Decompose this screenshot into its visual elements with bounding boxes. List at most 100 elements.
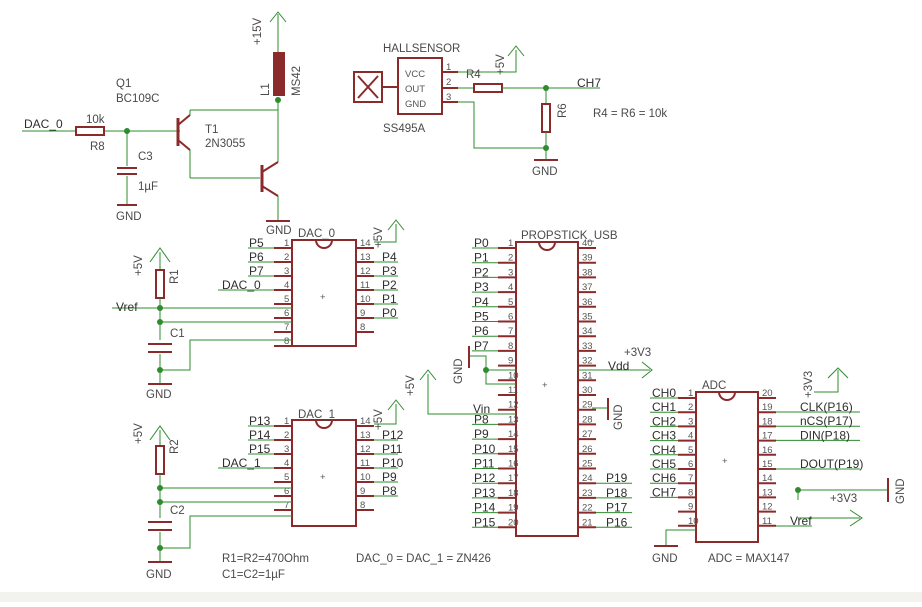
propstick-rnet-2: P17	[606, 501, 628, 515]
adc-net-6: CH6	[652, 471, 676, 485]
adc-rnet-3: DOUT(P19)	[800, 457, 863, 471]
dac0-rnet-3: P1	[382, 292, 397, 306]
propstick-right-pin-number: 31	[582, 370, 593, 381]
adc-right-pin-number: 18	[762, 416, 773, 427]
adc-rnet-1: nCS(P17)	[800, 414, 853, 428]
capacitor-c3: C3 1µF GND	[116, 128, 158, 223]
propstick-net-10: P9	[474, 427, 489, 441]
adc-left-pin-number: 8	[688, 487, 693, 498]
hall-pinnum-1: 1	[446, 62, 451, 73]
hall-pin-out: OUT	[405, 84, 425, 95]
dac0-right-pin-number: 11	[360, 280, 370, 291]
propstick-left-pin-number: 10	[508, 370, 519, 381]
propstick-right-pin-number: 28	[582, 414, 593, 425]
bottom-scroll-bar	[0, 592, 922, 602]
note-dac-part: DAC_0 = DAC_1 = ZN426	[356, 553, 491, 565]
c3-gnd-label: GND	[116, 211, 142, 223]
propstick-net-15: P14	[474, 501, 496, 515]
propstick-rnet-3: P16	[606, 515, 628, 529]
adc-left-pin-number: 9	[688, 502, 693, 513]
r1-supply-label: +5V	[133, 255, 145, 276]
dac0-left-pin-number: 4	[284, 280, 289, 291]
dac1-supply: +5V	[373, 399, 405, 430]
dac1-left-pin-number: 7	[284, 500, 289, 511]
svg-text:+: +	[320, 292, 326, 303]
dac0-left-pin-number: 3	[284, 266, 289, 277]
hall-gnd-label: GND	[532, 166, 558, 178]
r4-name: R4	[466, 69, 481, 81]
note-r4-r6: R4 = R6 = 10k	[593, 108, 667, 120]
t1-gnd-label: GND	[266, 225, 292, 237]
r2-supply-label: +5V	[133, 423, 145, 444]
dac0-right-pin-number: 8	[360, 322, 365, 333]
r1-name: R1	[169, 269, 181, 284]
dac1-right-pin-number: 13	[360, 430, 371, 441]
propstick-left-pin-number: 13	[508, 414, 519, 425]
dac0-chip-name: DAC_0	[298, 228, 335, 240]
dac0-net-1: P6	[249, 250, 264, 264]
dac1-right-pin-number: 8	[360, 500, 365, 511]
c1-gnd-label: GND	[146, 389, 172, 401]
propstick-chip: PROPSTICK_USB +	[515, 230, 618, 537]
dac0-right-pin-number: 10	[360, 294, 371, 305]
propstick-left-pin-number: 5	[508, 297, 513, 308]
c2-gnd-label: GND	[146, 569, 172, 581]
dac0-rnet-2: P2	[382, 278, 397, 292]
adc-right-gnd-label: GND	[895, 478, 907, 504]
dac0-right-pin-number: 12	[360, 266, 371, 277]
dac1-rnet-2: P10	[382, 456, 404, 470]
dac1-right-pin-number: 11	[360, 458, 370, 469]
propstick-right-pin-number: 21	[582, 517, 593, 528]
dac1-right-pin-number: 10	[360, 472, 371, 483]
dac1-left-pin-number: 3	[284, 444, 289, 455]
note-adc-part: ADC = MAX147	[708, 553, 790, 565]
note-c1-c2: C1=C2=1µF	[222, 569, 285, 581]
dac1-chip-name: DAC_1	[298, 409, 335, 421]
propstick-net-9: P8	[474, 412, 489, 426]
adc-net-5: CH5	[652, 457, 676, 471]
propstick-right-pin-number: 25	[582, 459, 593, 470]
propstick-right-pin-number: 34	[582, 326, 593, 337]
propstick-vin-supply-label: +5V	[405, 375, 417, 396]
propstick-right-pin-number: 36	[582, 297, 593, 308]
dac0-left-pin-number: 5	[284, 294, 289, 305]
c2-name: C2	[170, 505, 185, 517]
dac0-left-pin-number: 1	[284, 238, 289, 249]
propstick-rnet-0: P19	[606, 471, 628, 485]
adc-right-pin-number: 14	[762, 473, 773, 484]
propstick-right-pin-number: 24	[582, 473, 593, 484]
adc-left-pin-number: 2	[688, 402, 693, 413]
dac0-left-pin-number: 6	[284, 308, 289, 319]
coil-l1: +15V L1 MS42	[252, 11, 303, 103]
net-label-ch7-hall: CH7	[577, 76, 601, 90]
r8-name: R8	[90, 141, 105, 153]
hall-supply-label: +5V	[495, 54, 507, 75]
adc-net-2: CH2	[652, 414, 676, 428]
dac0-net-2: P7	[249, 264, 264, 278]
net-label-dac0-input: DAC_0	[24, 117, 63, 131]
adc-name: ADC	[702, 380, 726, 392]
adc-chip: ADC +	[695, 380, 759, 543]
dac1-left-pin-number: 4	[284, 458, 289, 469]
hall-pinnum-3: 3	[446, 92, 451, 103]
adc-left-pin-number: 4	[688, 431, 693, 442]
adc-right-pin-number: 12	[762, 502, 773, 513]
dac0-supply-label: +5V	[373, 227, 385, 248]
c1-name: C1	[170, 328, 185, 340]
adc-left-pin-number: 5	[688, 445, 693, 456]
propstick-net-4: P4	[474, 295, 489, 309]
adc-3v3-supply-label: +3V3	[803, 371, 815, 398]
adc-right-pin-number: 16	[762, 445, 773, 456]
svg-text:+: +	[722, 456, 728, 467]
propstick-right-pins: 4039383736353433323130292827262524232221…	[578, 238, 632, 529]
propstick-net-2: P2	[474, 265, 489, 279]
q1-name: Q1	[116, 78, 131, 90]
r8-value: 10k	[86, 114, 105, 126]
dac1-left-pin-number: 6	[284, 486, 289, 497]
transistor-t1: T1 2N3055 GND	[205, 100, 292, 237]
propstick-right-pin-number: 40	[582, 238, 593, 249]
propstick-gnd-wiring: GND +5V Vin	[405, 346, 516, 416]
c3-value: 1µF	[138, 181, 158, 193]
propstick-net-13: P12	[474, 471, 496, 485]
